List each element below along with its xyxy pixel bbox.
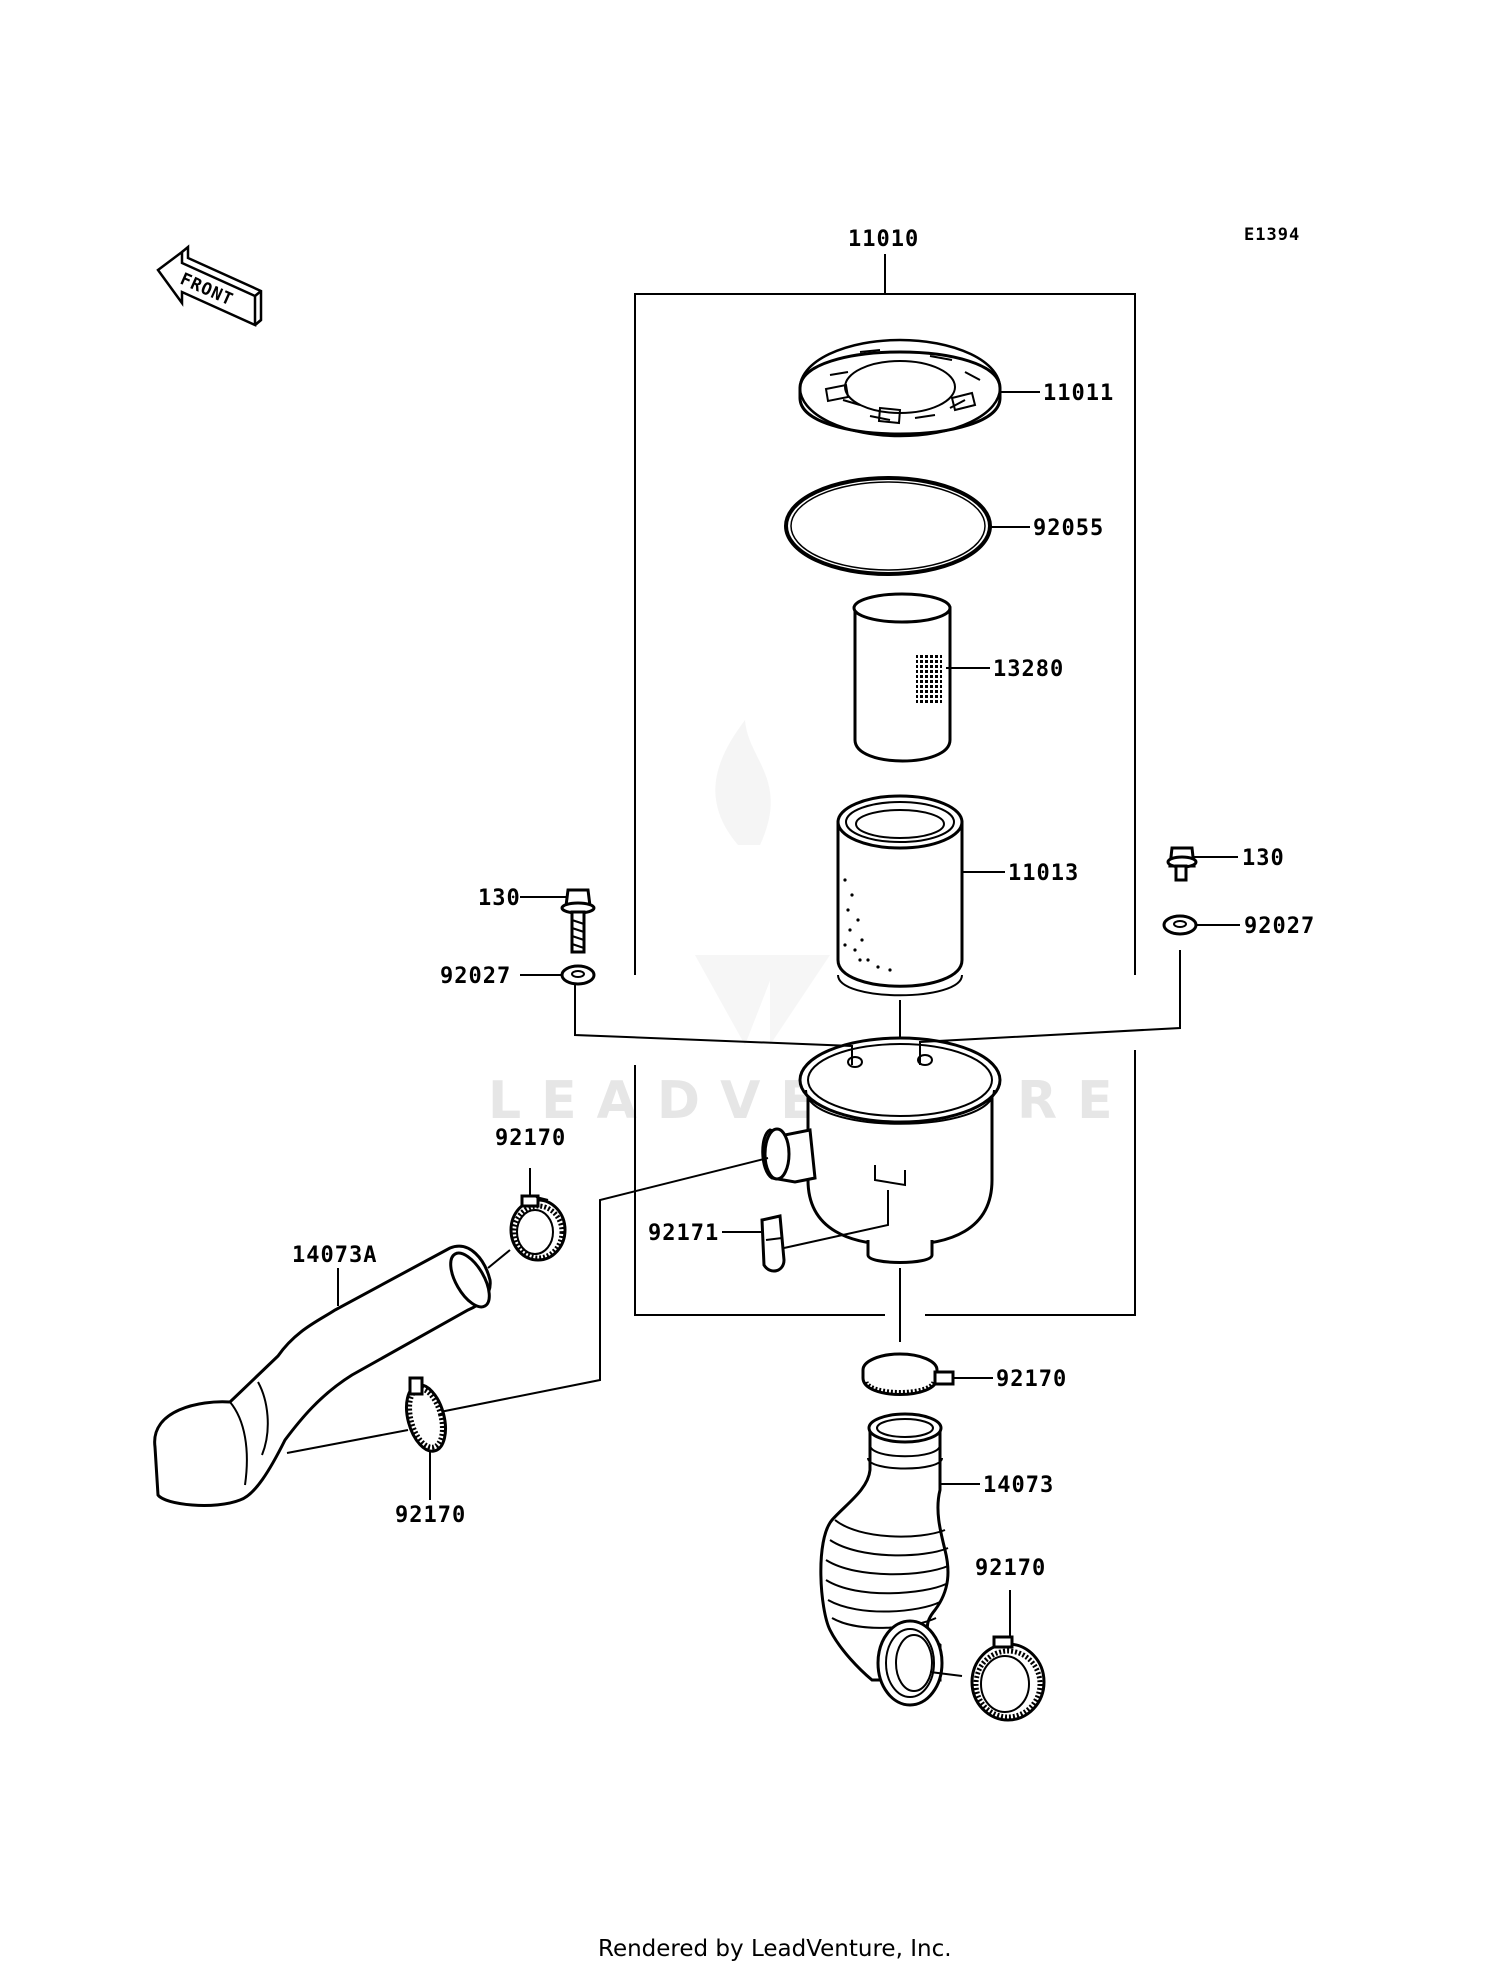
callout-14073A: 14073A [292,1243,377,1268]
callout-14073: 14073 [983,1473,1054,1498]
assembly-bracket [634,254,1136,1316]
callout-92171: 92171 [648,1221,719,1246]
callout-92170-top-left: 92170 [495,1126,566,1151]
bolt-right [1166,846,1198,882]
intake-duct-14073A [153,1244,492,1507]
washer-left [560,964,596,986]
callout-92170-bottom-right: 92170 [975,1556,1046,1581]
front-arrow-icon: FRONT [156,244,263,327]
clip [760,1214,786,1273]
callout-11010: 11010 [848,227,919,252]
diagram-code: E1394 [1244,225,1300,245]
callout-92027-left: 92027 [440,964,511,989]
callout-11011: 11011 [1043,381,1114,406]
washer-right [1162,914,1198,936]
filter-cap [798,338,1002,438]
hose-clamp-bottom-left [405,1376,447,1453]
callout-92170-bottom-left: 92170 [395,1503,466,1528]
inner-filter [852,592,952,763]
callout-92027-right: 92027 [1244,914,1315,939]
callout-92055: 92055 [1033,516,1104,541]
hose-clamp-top-left [509,1194,567,1262]
callout-130-left: 130 [478,886,521,911]
watermark-logo [695,720,830,1045]
callout-92170-mid-right: 92170 [996,1367,1067,1392]
hose-clamp-bottom-right [970,1635,1046,1722]
callout-13280: 13280 [993,657,1064,682]
footer-credit: Rendered by LeadVenture, Inc. [598,1936,952,1962]
callout-130-right: 130 [1242,846,1285,871]
bolt-left [560,888,596,954]
air-filter-element [836,794,964,997]
callout-11013: 11013 [1008,861,1079,886]
hose-clamp-mid-right [861,1352,955,1396]
o-ring [784,476,992,576]
air-cleaner-housing [761,1036,1002,1264]
intake-duct-14073 [819,1412,950,1707]
